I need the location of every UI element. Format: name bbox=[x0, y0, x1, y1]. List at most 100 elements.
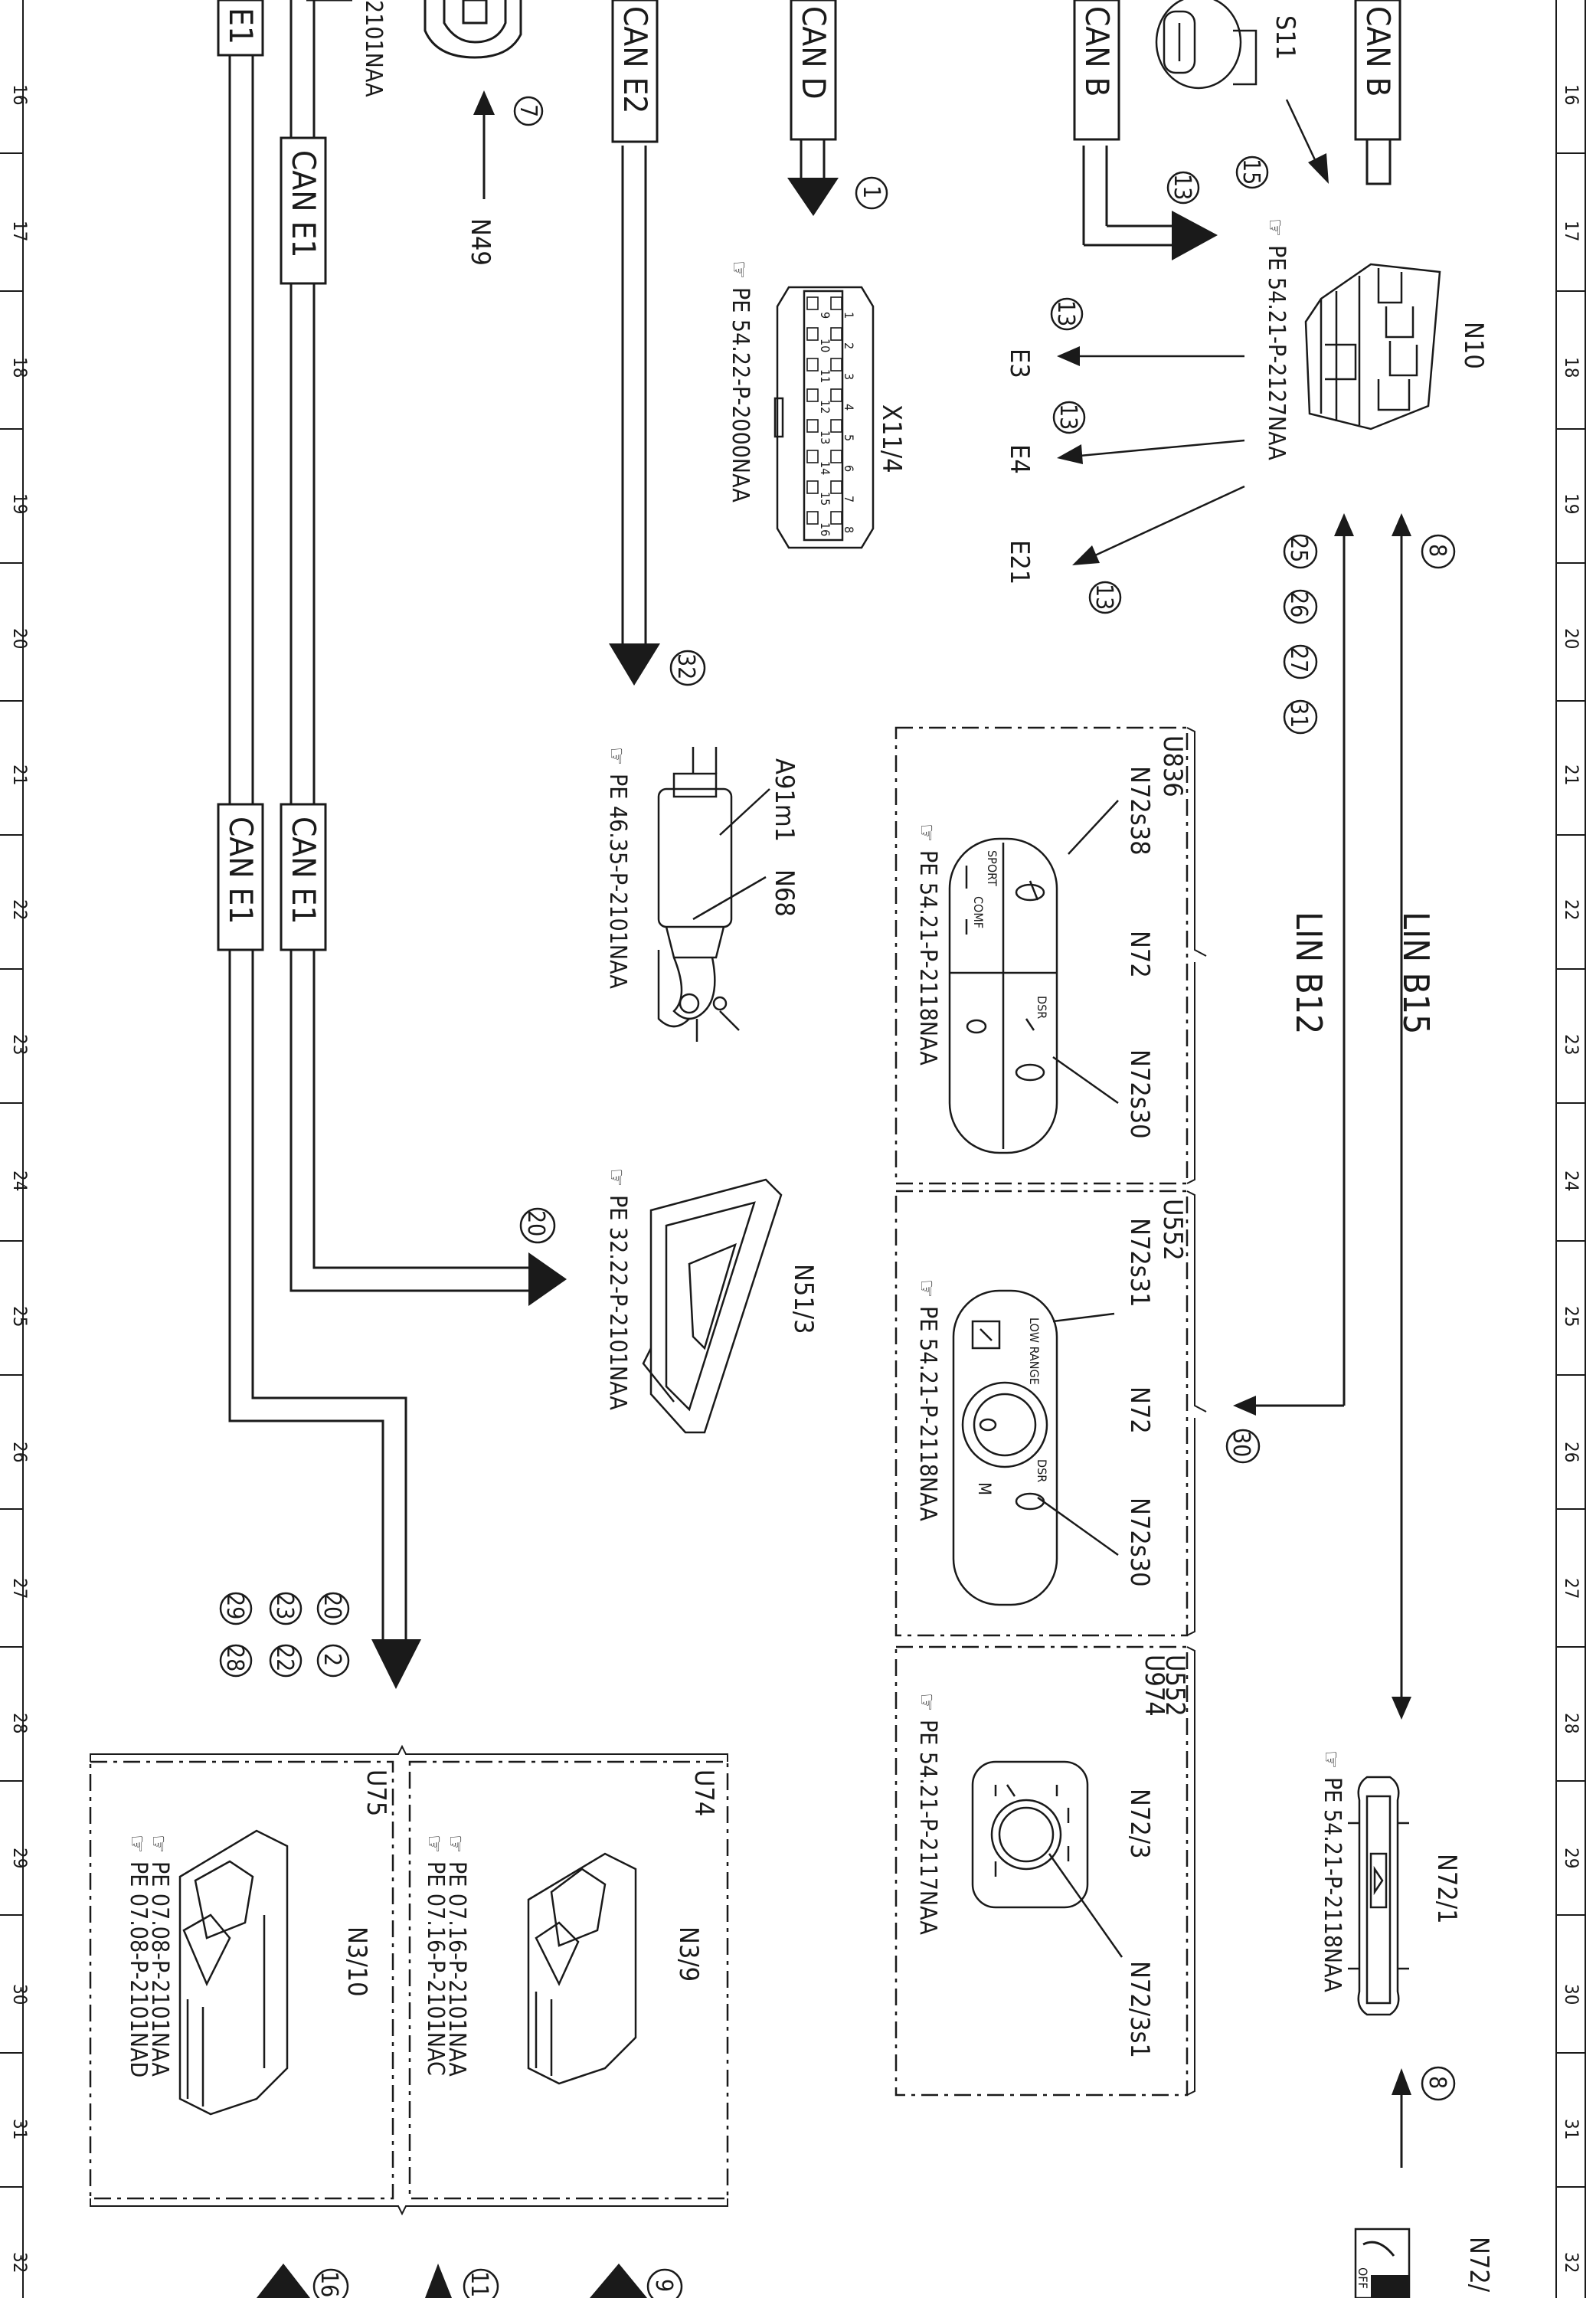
group-box-u552 bbox=[894, 1190, 1189, 1637]
arrow-n49 bbox=[473, 90, 495, 115]
grid-number: 20 bbox=[1561, 628, 1582, 649]
hand-icon: ☞ bbox=[123, 1835, 150, 1853]
grid-number: 18 bbox=[9, 357, 31, 378]
group-code-u836: U836 bbox=[1157, 735, 1188, 797]
pin-label: 15 bbox=[818, 492, 832, 506]
arrow-e4 bbox=[1057, 444, 1083, 464]
circled-number-label: 23 bbox=[271, 1593, 298, 1619]
bus-label-lin-b15: LIN B15 bbox=[1395, 912, 1437, 1034]
grid-number: 17 bbox=[1561, 221, 1582, 241]
ref-u552: PE 54.21-P-2118NAA bbox=[914, 1306, 941, 1521]
label-e3: E3 bbox=[1004, 349, 1035, 378]
pin-label: 4 bbox=[842, 404, 856, 411]
circled-number-label: 13 bbox=[1055, 404, 1081, 430]
grid-number: 20 bbox=[9, 628, 31, 649]
x11-4-connector bbox=[773, 286, 875, 549]
off-label: OFF bbox=[1356, 2267, 1370, 2289]
arrow-can-d bbox=[787, 178, 839, 216]
label-e4: E4 bbox=[1004, 444, 1035, 474]
n72-1-switch bbox=[1348, 1776, 1409, 2016]
grid-number: 32 bbox=[1561, 2252, 1582, 2273]
pin-label: 5 bbox=[842, 434, 856, 441]
circled-number bbox=[1283, 699, 1318, 735]
circled-number-label: 13 bbox=[1169, 174, 1195, 200]
label-e21: E21 bbox=[1004, 540, 1035, 584]
group-box-u75 bbox=[89, 1760, 394, 2200]
bus-label-can-b: CAN B bbox=[1359, 6, 1397, 97]
grid-number: 31 bbox=[9, 2119, 31, 2139]
n51-3-module bbox=[642, 1178, 783, 1434]
pin-label: 1 bbox=[842, 312, 856, 319]
grid-number: 25 bbox=[9, 1306, 31, 1327]
hand-icon: ☞ bbox=[1261, 218, 1288, 237]
n10-connector bbox=[1304, 263, 1441, 430]
grid-number: 30 bbox=[9, 1984, 31, 2005]
grid-number: 17 bbox=[9, 221, 31, 241]
circled-number bbox=[1052, 401, 1086, 434]
circled-number-label: 13 bbox=[1052, 300, 1079, 326]
circled-number-label: 30 bbox=[1228, 1431, 1254, 1457]
circled-number bbox=[513, 96, 544, 126]
circled-number-label: 1 bbox=[858, 185, 885, 198]
grid-number: 28 bbox=[9, 1713, 31, 1733]
grid-number: 18 bbox=[1561, 357, 1582, 378]
pin-label: 14 bbox=[818, 461, 832, 475]
label-n51-3: N51/3 bbox=[788, 1264, 819, 1334]
circled-number-label: 25 bbox=[1285, 536, 1312, 562]
grid-number: 27 bbox=[9, 1578, 31, 1599]
circled-number bbox=[519, 1207, 556, 1244]
ref-u552-u974: PE 54.21-P-2117NAA bbox=[914, 1720, 941, 1935]
n3-9-module bbox=[527, 1852, 637, 2085]
circled-number-label: 27 bbox=[1285, 647, 1312, 673]
label-a91m1: A91m1 bbox=[769, 758, 800, 842]
n72-3-switch bbox=[971, 1760, 1089, 1909]
circled-number-label: 7 bbox=[515, 104, 541, 117]
hand-icon: ☞ bbox=[913, 1693, 940, 1711]
circled-number bbox=[1166, 171, 1200, 205]
grid-number: 19 bbox=[9, 493, 31, 514]
label-n72s30: N72s30 bbox=[1124, 1498, 1155, 1587]
circled-number bbox=[1225, 1429, 1261, 1464]
bus-label-can-e1: CAN E1 bbox=[285, 150, 322, 257]
circled-number bbox=[312, 2268, 349, 2298]
pin-label: 3 bbox=[842, 373, 856, 380]
label-s11: S11 bbox=[1270, 15, 1300, 60]
group-code-u552: U552 bbox=[1159, 1655, 1190, 1717]
grid-number: 27 bbox=[1561, 1578, 1582, 1599]
grid-number: 31 bbox=[1561, 2119, 1582, 2139]
grid-number: 24 bbox=[1561, 1170, 1582, 1191]
steering-rack-drawing bbox=[657, 747, 740, 1042]
circled-number-label: 29 bbox=[221, 1593, 248, 1619]
bus-label-can-d: CAN D bbox=[795, 6, 832, 100]
switch-mark-comf: COMF bbox=[971, 896, 986, 928]
ref-n10: PE 54.21-P-2127NAA bbox=[1263, 245, 1290, 460]
s11-sensor bbox=[1155, 0, 1258, 90]
switch-mark-sport: SPORT bbox=[985, 850, 999, 886]
grid-number: 29 bbox=[9, 1848, 31, 1868]
n72-switch-u836 bbox=[948, 837, 1058, 1154]
group-code-u974: U974 bbox=[1139, 1655, 1169, 1717]
bus-label-can-e2: CAN E2 bbox=[616, 6, 654, 113]
circled-number bbox=[1088, 581, 1122, 614]
label-n49: N49 bbox=[465, 218, 495, 266]
arrow-can-b bbox=[1172, 211, 1218, 260]
switch-mark-low-range: LOW RANGE bbox=[1027, 1318, 1042, 1385]
circled-number bbox=[463, 2268, 499, 2298]
ref-a91m1: PE 46.35-P-2101NAA bbox=[604, 774, 631, 989]
arrow-to-n51-3 bbox=[528, 1252, 567, 1306]
circled-number bbox=[669, 650, 706, 686]
group-box-u74 bbox=[408, 1760, 729, 2200]
circled-number-label: 32 bbox=[672, 653, 699, 679]
circled-number-label: 9 bbox=[650, 2279, 677, 2292]
arrow-s11 bbox=[1308, 153, 1329, 184]
grid-number: 23 bbox=[1561, 1034, 1582, 1055]
group-code-u74: U74 bbox=[688, 1769, 719, 1816]
hand-icon: ☞ bbox=[1317, 1750, 1344, 1769]
label-n72s31: N72s31 bbox=[1124, 1218, 1155, 1308]
grid-numbers-left: 16 17 18 19 20 21 22 23 24 25 26 27 28 2… bbox=[9, 84, 31, 2273]
circled-number bbox=[1235, 155, 1269, 189]
label-n72: N72 bbox=[1124, 1386, 1155, 1434]
circled-number-label: 8 bbox=[1424, 2076, 1450, 2089]
arrow-cut-16 bbox=[257, 2264, 310, 2298]
arrow-cut-11 bbox=[425, 2264, 452, 2298]
